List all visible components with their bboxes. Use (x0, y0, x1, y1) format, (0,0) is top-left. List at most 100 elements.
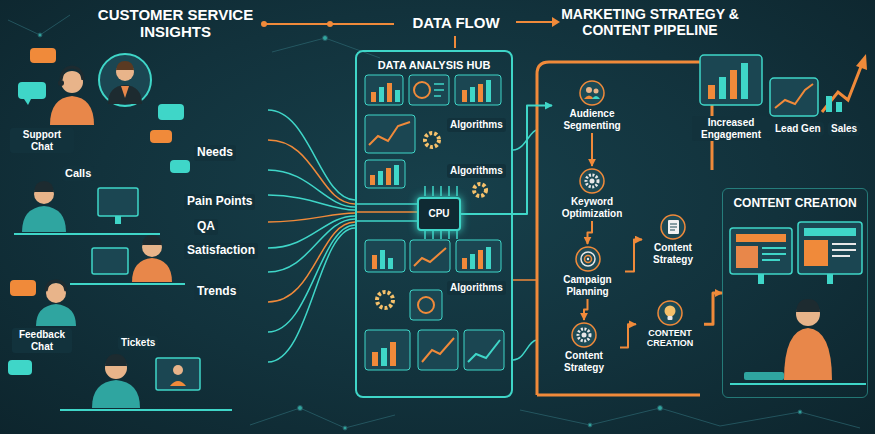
decor-circle (99, 54, 151, 106)
decor-rect (668, 316, 673, 320)
decor-rect (462, 258, 467, 269)
decor-circle (343, 426, 347, 430)
decor-path (832, 244, 856, 256)
decor-rect (730, 228, 792, 274)
flow-label: Needs (194, 145, 236, 161)
decor-rect (700, 55, 762, 105)
decor-polygon (856, 54, 867, 70)
decor-path (268, 225, 355, 332)
decor-rect (395, 90, 400, 102)
flow-label: Algorithms (447, 118, 506, 132)
decor-circle (582, 333, 587, 338)
section-heading: CUSTOMER SERVICE INSIGHTS (88, 6, 263, 41)
decor-rect (394, 165, 399, 185)
decor-path (170, 381, 186, 386)
decor-circle (298, 406, 303, 411)
decor-circle (586, 87, 592, 93)
decor-g (513, 130, 537, 360)
step-icon (571, 322, 597, 348)
content-panel: CONTENT CREATION (722, 188, 868, 398)
step-icon (657, 300, 683, 326)
decor-circle (580, 169, 604, 193)
decor-rect (8, 360, 32, 375)
decor-path (14, 233, 160, 235)
decor-circle (658, 406, 663, 411)
node-text: Content Strategy (550, 350, 618, 373)
decor-polyline (8, 15, 70, 35)
decor-path (121, 86, 129, 98)
decor-rect (462, 90, 467, 102)
decor-path (730, 383, 866, 385)
decor-circle (665, 306, 676, 317)
decor-polyline (520, 408, 860, 428)
decor-path (425, 186, 457, 196)
decor-path (46, 281, 66, 291)
decor-path (22, 206, 66, 232)
decor-polyline (775, 84, 813, 108)
decor-rect (770, 78, 818, 116)
decor-circle (661, 215, 685, 239)
decor-rect (386, 168, 391, 185)
flow-label: Calls (62, 166, 94, 181)
decor-polyline (369, 122, 410, 145)
decor-rect (826, 96, 832, 112)
decor-circle (418, 297, 434, 313)
decor-polyline (422, 338, 454, 362)
decor-path (513, 279, 537, 281)
decor-rect (804, 228, 856, 236)
decor-path (357, 220, 417, 222)
decor-rect (486, 80, 491, 102)
decor-path (796, 299, 820, 312)
decor-rect (410, 290, 442, 320)
decor-path (357, 203, 417, 205)
decor-polygon (552, 17, 560, 27)
decor-rect (798, 222, 862, 274)
flow-label: Satisfaction (184, 243, 258, 259)
decor-rect (758, 274, 764, 284)
decor-circle (590, 179, 595, 184)
decor-path (60, 409, 232, 411)
decor-circle (588, 423, 592, 427)
decor-path (105, 354, 127, 366)
decor-path (268, 228, 355, 362)
decor-rect (378, 171, 383, 185)
decor-rect (836, 102, 842, 112)
decor-rect (409, 75, 449, 105)
decor-path (70, 283, 185, 285)
decor-circle (474, 184, 486, 196)
hub-panel: DATA ANALYSIS HUBCPU (355, 50, 513, 398)
decor-rect (115, 216, 121, 224)
decor-rect (741, 63, 748, 99)
decor-circle (425, 133, 439, 147)
decor-path (142, 235, 162, 245)
decor-path (357, 211, 417, 213)
decor-circle (58, 80, 64, 86)
decor-rect (804, 240, 828, 266)
step-icon (579, 168, 605, 194)
decor-rect (156, 358, 200, 390)
decor-path (516, 21, 552, 23)
decor-rect (470, 87, 475, 102)
decor-path (92, 380, 140, 408)
decor-path (762, 248, 786, 260)
decor-circle (414, 82, 430, 98)
cpu-chip: CPU (417, 197, 461, 231)
decor-rect (370, 175, 375, 185)
decor-path (24, 99, 31, 105)
decor-circle (572, 323, 596, 347)
decor-rect (365, 115, 415, 153)
decor-circle (586, 175, 598, 187)
decor-rect (478, 84, 483, 102)
decor-rect (365, 240, 405, 272)
decor-path (268, 195, 355, 210)
decor-rect (387, 83, 392, 102)
decor-circle (594, 89, 599, 94)
decor-g (8, 15, 860, 430)
flow-connector (591, 133, 593, 166)
decor-path (116, 61, 134, 70)
decor-rect (827, 274, 833, 284)
decor-rect (365, 160, 405, 188)
decor-path (50, 96, 94, 125)
decor-g (700, 54, 867, 116)
decor-g (268, 110, 417, 362)
